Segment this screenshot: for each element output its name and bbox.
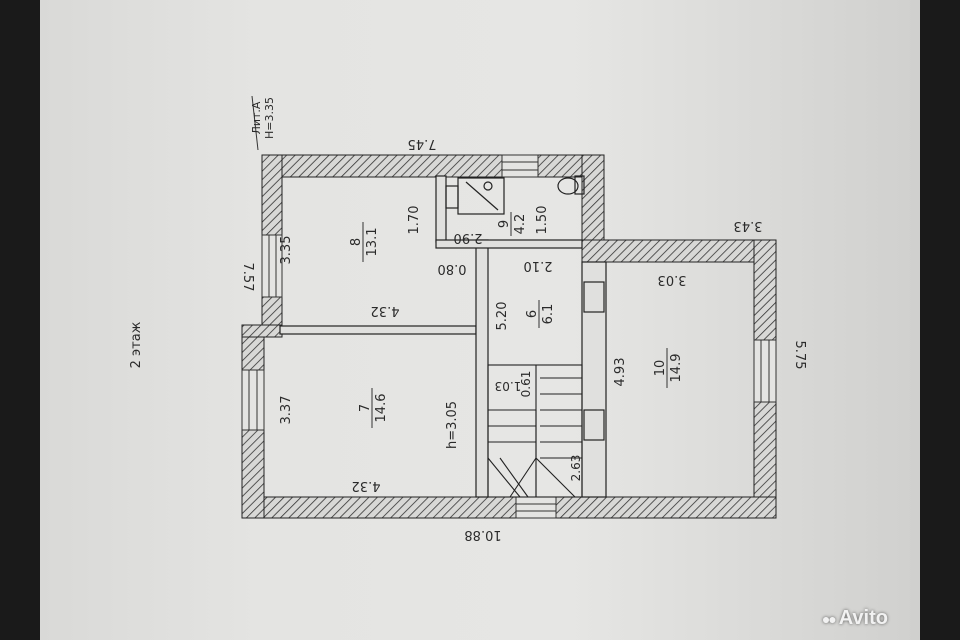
room-6-dim-stair-b: 1.03 [495, 379, 522, 393]
staircase [487, 364, 583, 498]
room-6-number: 6 [525, 310, 540, 318]
room-10-area: 14.9 [669, 354, 684, 383]
room-10-dim-b: 4.93 [613, 358, 628, 387]
room-8-dim-c: 1.70 [407, 206, 422, 235]
bathroom-fixtures [445, 175, 585, 215]
litera-leader-line [251, 95, 259, 151]
room-9-dim-b: 1.50 [535, 206, 550, 235]
room-6-dim-stair-a: 0.61 [519, 371, 533, 398]
interior-walls [279, 175, 607, 498]
room-6-area: 6.1 [541, 304, 556, 325]
dim-left: 7.57 [240, 263, 255, 292]
room-8-dim-a: 3.35 [279, 236, 294, 265]
wall-openings [241, 154, 777, 519]
floor-title: 2 этаж [129, 321, 144, 368]
room-7-dim-b: 4.32 [352, 478, 381, 493]
room-8-number: 8 [349, 238, 364, 246]
room-10-dim-a: 3.03 [658, 272, 687, 287]
dim-right-side: 5.75 [792, 341, 807, 370]
room-6-dim-length: 5.20 [495, 302, 510, 331]
room-8-dim-b: 4.32 [371, 303, 400, 318]
litera-name: Лит.А [250, 101, 263, 134]
room-9-area: 4.2 [513, 214, 528, 235]
room-6-dim-width: 2.10 [524, 258, 553, 273]
outer-walls [241, 154, 777, 519]
room-8-dim-d: 0.80 [438, 261, 467, 276]
room-10-number: 10 [653, 360, 668, 377]
dim-bottom: 10.88 [464, 527, 501, 542]
room-6-dim-stair-c: 2.63 [569, 455, 583, 482]
room-7-dim-a: 3.37 [279, 396, 294, 425]
avito-watermark-text: Avito [838, 607, 888, 629]
room-7-number: 7 [358, 404, 373, 412]
dim-right-top: 3.43 [734, 218, 763, 233]
room-9-dim-a: 2.90 [454, 230, 483, 245]
avito-logo-icon: ●● [821, 611, 837, 627]
room-7-area: 14.6 [374, 394, 389, 423]
room-7-height: h=3.05 [445, 401, 460, 449]
litera-height: H=3.35 [263, 97, 276, 139]
dim-top: 7.45 [408, 136, 437, 151]
room-8-area: 13.1 [365, 228, 380, 257]
room-9-number: 9 [497, 220, 512, 228]
avito-watermark: ●●Avito [822, 607, 888, 630]
